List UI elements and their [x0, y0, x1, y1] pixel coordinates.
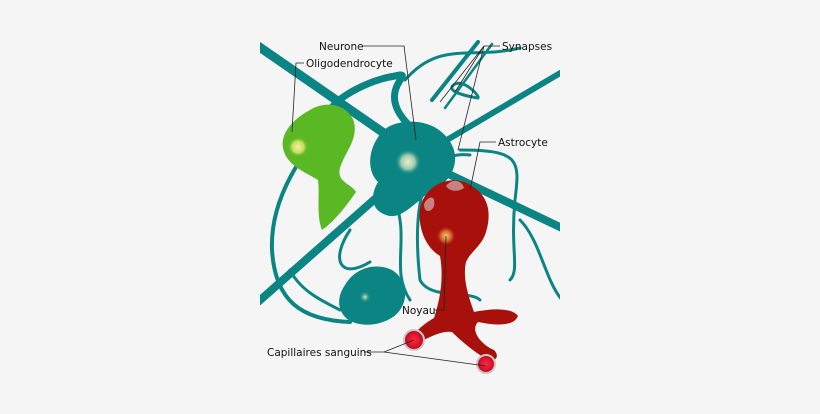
astrocyte-endfoot-top [446, 180, 464, 191]
oligodendrocyte-body [282, 104, 356, 230]
label-astrocyte: Astrocyte [498, 137, 548, 149]
lower-neuron-soma [339, 266, 406, 325]
lower-neuron-nucleus [359, 291, 371, 303]
capillary-right [476, 354, 496, 374]
leader-lines [291, 45, 500, 367]
axon-upper-right [427, 69, 560, 153]
astrocyte-body [412, 180, 518, 361]
label-noyau: Noyau [402, 305, 436, 317]
axon-right [436, 166, 560, 232]
oligodendrocyte-nucleus [288, 137, 308, 157]
label-synapses: Synapses [502, 41, 552, 53]
astrocyte-endfoot-left [424, 197, 435, 211]
dendrite-thin [443, 42, 494, 110]
label-oligodendrocyte: Oligodendrocyte [306, 58, 393, 70]
neuron-nucleus [395, 149, 421, 175]
label-capillaires: Capillaires sanguins [267, 347, 372, 359]
label-neurone: Neurone [319, 41, 364, 53]
